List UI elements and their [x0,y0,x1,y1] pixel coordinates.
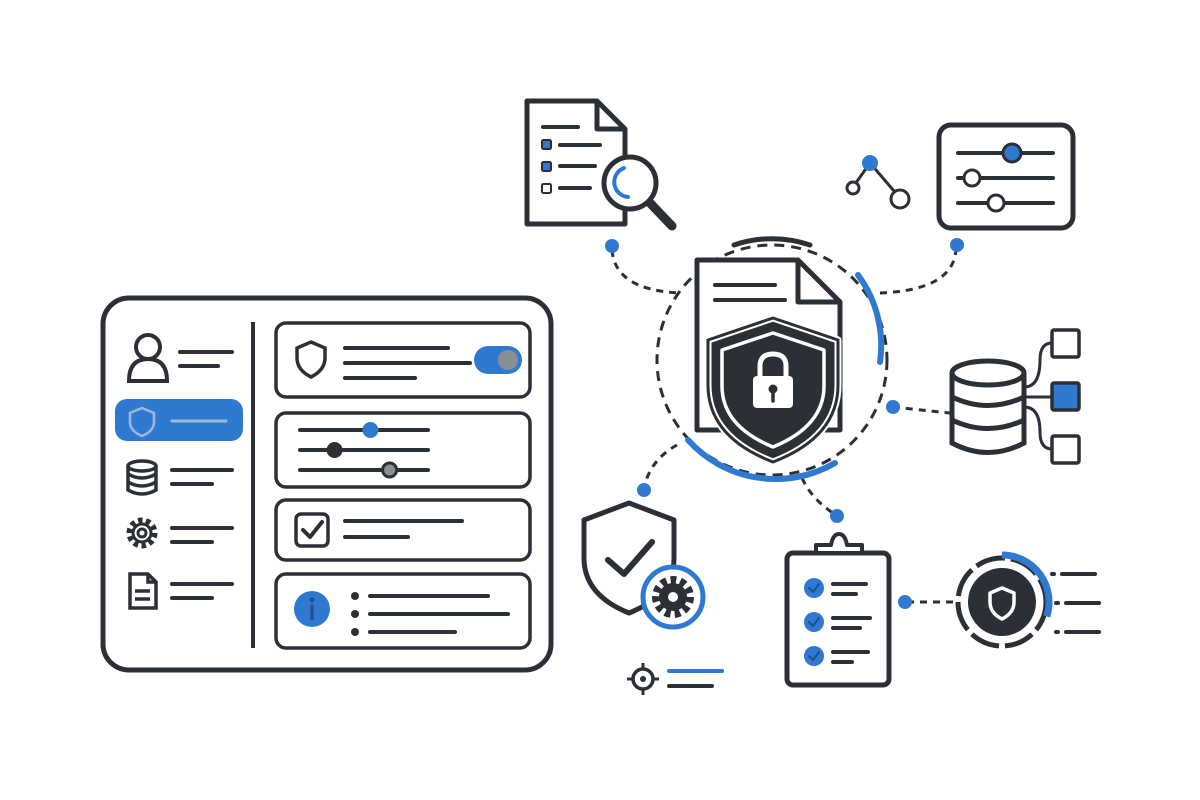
sidebar [115,333,243,610]
connector-dots [605,238,964,609]
database-icon [126,459,158,496]
document-icon [128,572,158,610]
checkbox-card [274,498,532,562]
database-icon [949,358,1027,455]
padlock-icon [757,351,789,378]
slider-handle[interactable] [326,442,343,458]
node-graph-icon [845,155,911,210]
shield-progress-icon [955,551,1101,649]
info-icon [294,591,330,627]
sidebar-item-documents[interactable] [128,572,234,610]
checkmark-icon [605,539,655,577]
gear-icon [640,564,706,630]
security-toggle-card [274,321,532,399]
sidebar-item-settings[interactable] [126,517,234,549]
dashboard-window [100,295,554,673]
hub-document-lock-shield [655,236,889,483]
shield-check-gear-icon [581,500,706,630]
checkbox[interactable] [294,512,330,548]
user-icon [126,333,170,383]
settings-panel [274,321,532,650]
slider-handle[interactable] [362,422,379,438]
shield-icon [295,340,327,379]
document-search-icon [524,98,677,231]
sidebar-item-user[interactable] [126,333,234,383]
sidebar-item-security[interactable] [115,399,243,441]
progress-arc [1001,551,1053,618]
shield-icon [128,406,156,438]
slider-handle[interactable] [381,461,399,479]
sliders-card [274,411,532,489]
target-icon [627,663,724,695]
checklist-clipboard-icon [784,532,892,688]
magnifier-icon [601,154,677,231]
shield-lock-icon [704,314,842,466]
gear-icon [126,517,158,549]
database-tree-icon [949,328,1081,465]
sidebar-item-database[interactable] [126,459,234,496]
settings-sliders-icon [936,122,1076,231]
info-card [274,572,532,650]
security-toggle-switch[interactable] [474,346,522,374]
checkmark-icon [301,520,324,539]
